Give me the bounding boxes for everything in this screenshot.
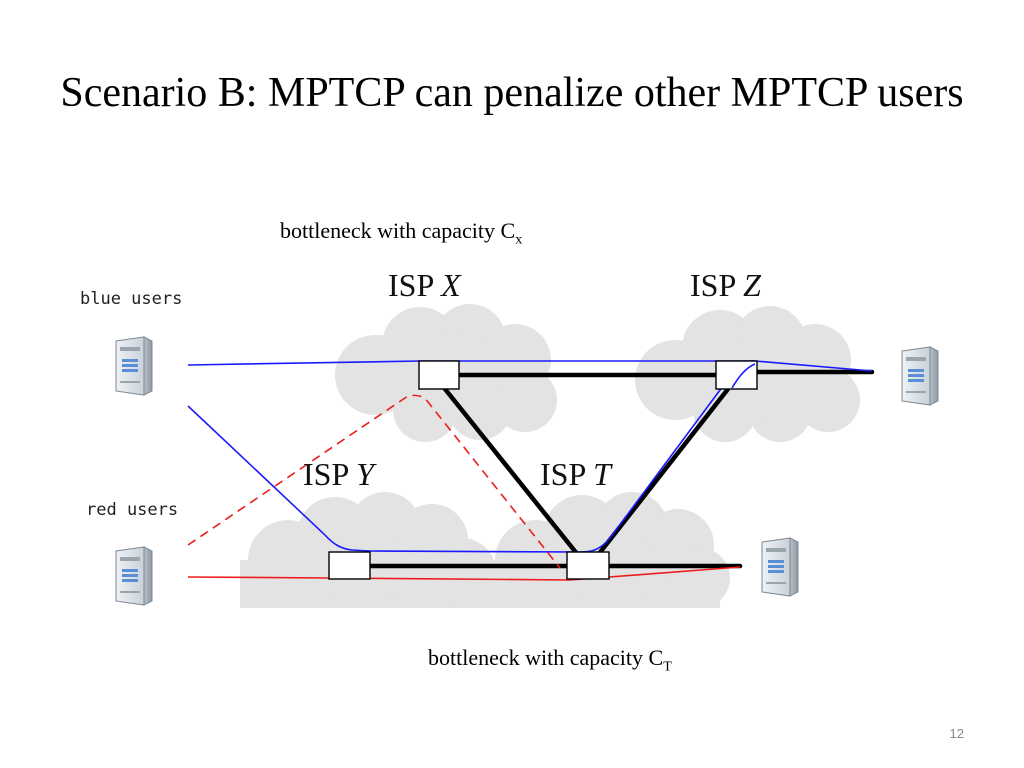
server-blue-users	[115, 336, 153, 396]
caption-bottleneck-x-text: bottleneck with capacity C	[280, 218, 516, 243]
cloud-isp-x	[335, 304, 557, 442]
isp-y-name: Y	[356, 456, 374, 492]
red-paths	[187, 394, 741, 581]
cloud-isp-y	[240, 492, 500, 608]
backbone-links	[367, 369, 875, 569]
isp-z-prefix: ISP	[690, 267, 736, 303]
cloud-isp-t	[490, 492, 730, 608]
isp-z-name: Z	[743, 267, 761, 303]
slide-title: Scenario B: MPTCP can penalize other MPT…	[60, 70, 964, 116]
caption-bottleneck-t-subscript: T	[663, 659, 672, 675]
blue-path-bottom	[187, 405, 371, 552]
isp-t-prefix: ISP	[540, 456, 586, 492]
server-red-users	[115, 546, 153, 606]
caption-bottleneck-x-subscript: x	[515, 232, 523, 248]
link-x-t	[442, 386, 581, 558]
router-y	[328, 551, 371, 580]
isp-x-label: ISP X	[388, 267, 461, 304]
router-z	[715, 360, 758, 390]
caption-bottleneck-t-text: bottleneck with capacity C	[428, 645, 664, 670]
caption-bottleneck-x: bottleneck with capacity Cx	[280, 218, 522, 248]
isp-z-label: ISP Z	[690, 267, 761, 304]
red-users-label: red users	[86, 500, 179, 520]
caption-bottleneck-t: bottleneck with capacity CT	[428, 645, 672, 675]
isp-x-name: X	[441, 267, 461, 303]
routers	[328, 360, 758, 580]
page-number: 12	[949, 726, 964, 741]
server-right-bottom	[761, 537, 799, 597]
isp-t-label: ISP T	[540, 456, 611, 493]
server-right-top	[901, 346, 939, 406]
isp-y-prefix: ISP	[303, 456, 349, 492]
blue-users-label: blue users	[80, 289, 183, 309]
router-x	[418, 360, 460, 390]
red-path-dashed	[187, 394, 561, 569]
isp-t-name: T	[593, 456, 611, 492]
isp-y-label: ISP Y	[303, 456, 374, 493]
router-t	[566, 551, 610, 580]
blue-path-top	[187, 360, 873, 372]
isp-x-prefix: ISP	[388, 267, 434, 303]
link-z-t	[595, 386, 731, 558]
red-path-solid	[187, 566, 741, 581]
